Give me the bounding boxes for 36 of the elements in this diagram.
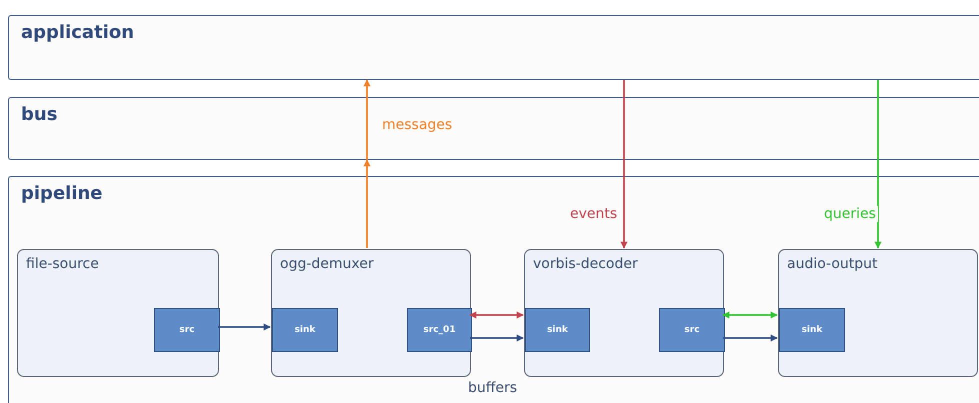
pad-box [525, 308, 590, 352]
pad-box [779, 308, 845, 352]
element-box [524, 249, 724, 377]
pad-label: sink [547, 325, 568, 335]
arrow [470, 334, 524, 342]
box-title: ogg-demuxer [280, 256, 374, 272]
arrow [364, 159, 370, 248]
box-title: file-source [26, 256, 99, 272]
pad-label: src_01 [423, 325, 456, 335]
pad-label: sink [802, 325, 822, 335]
arrow [620, 160, 628, 249]
pad-label: src [684, 325, 700, 335]
pad-box [154, 308, 220, 352]
element-box [17, 249, 219, 377]
arrow [364, 79, 370, 97]
arrow [723, 334, 778, 342]
layer-panel [8, 15, 979, 80]
layer-panel [8, 97, 979, 160]
arrow [874, 160, 882, 249]
box-title: audio-output [787, 256, 878, 272]
element-box [778, 249, 978, 377]
box-title: vorbis-decoder [533, 256, 638, 272]
box-title: application [21, 22, 134, 43]
pad-box [659, 308, 725, 352]
pad-box [272, 308, 338, 352]
element-box [271, 249, 471, 377]
arrow [218, 324, 271, 330]
arrow [722, 312, 778, 318]
arrow [469, 312, 524, 318]
pad-label: src [179, 325, 195, 335]
box-title: pipeline [21, 183, 103, 204]
pad-label: sink [294, 325, 316, 335]
edge-label: queries [822, 206, 878, 222]
layer-panel [8, 176, 979, 403]
box-title: bus [21, 104, 58, 125]
pad-box [407, 308, 472, 352]
